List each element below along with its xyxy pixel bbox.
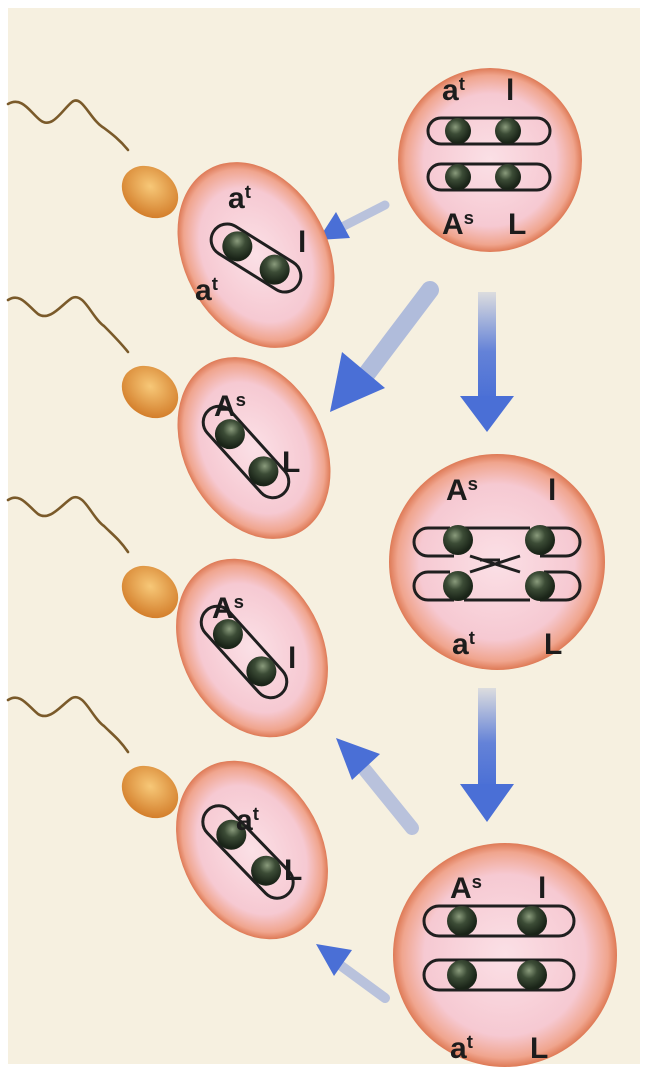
cell-bottom-label-tr: l	[538, 872, 546, 905]
cell-top: at l As L	[398, 68, 582, 252]
sperm-1-label-l: l	[298, 226, 306, 259]
sperm-4-label-l: L	[284, 854, 302, 887]
cell-top-label-tr: l	[506, 74, 514, 107]
cell-middle-label-br: L	[544, 628, 562, 661]
cell-top-label-br: L	[508, 208, 526, 241]
sperm-2-label-l: L	[282, 446, 300, 479]
cell-bottom-label-br: L	[530, 1032, 548, 1065]
cell-middle-label-tr: l	[548, 474, 556, 507]
cell-bottom: As l at L	[393, 843, 617, 1067]
cell-middle: As l at L	[389, 454, 605, 670]
sperm-3-label-l: l	[288, 642, 296, 675]
